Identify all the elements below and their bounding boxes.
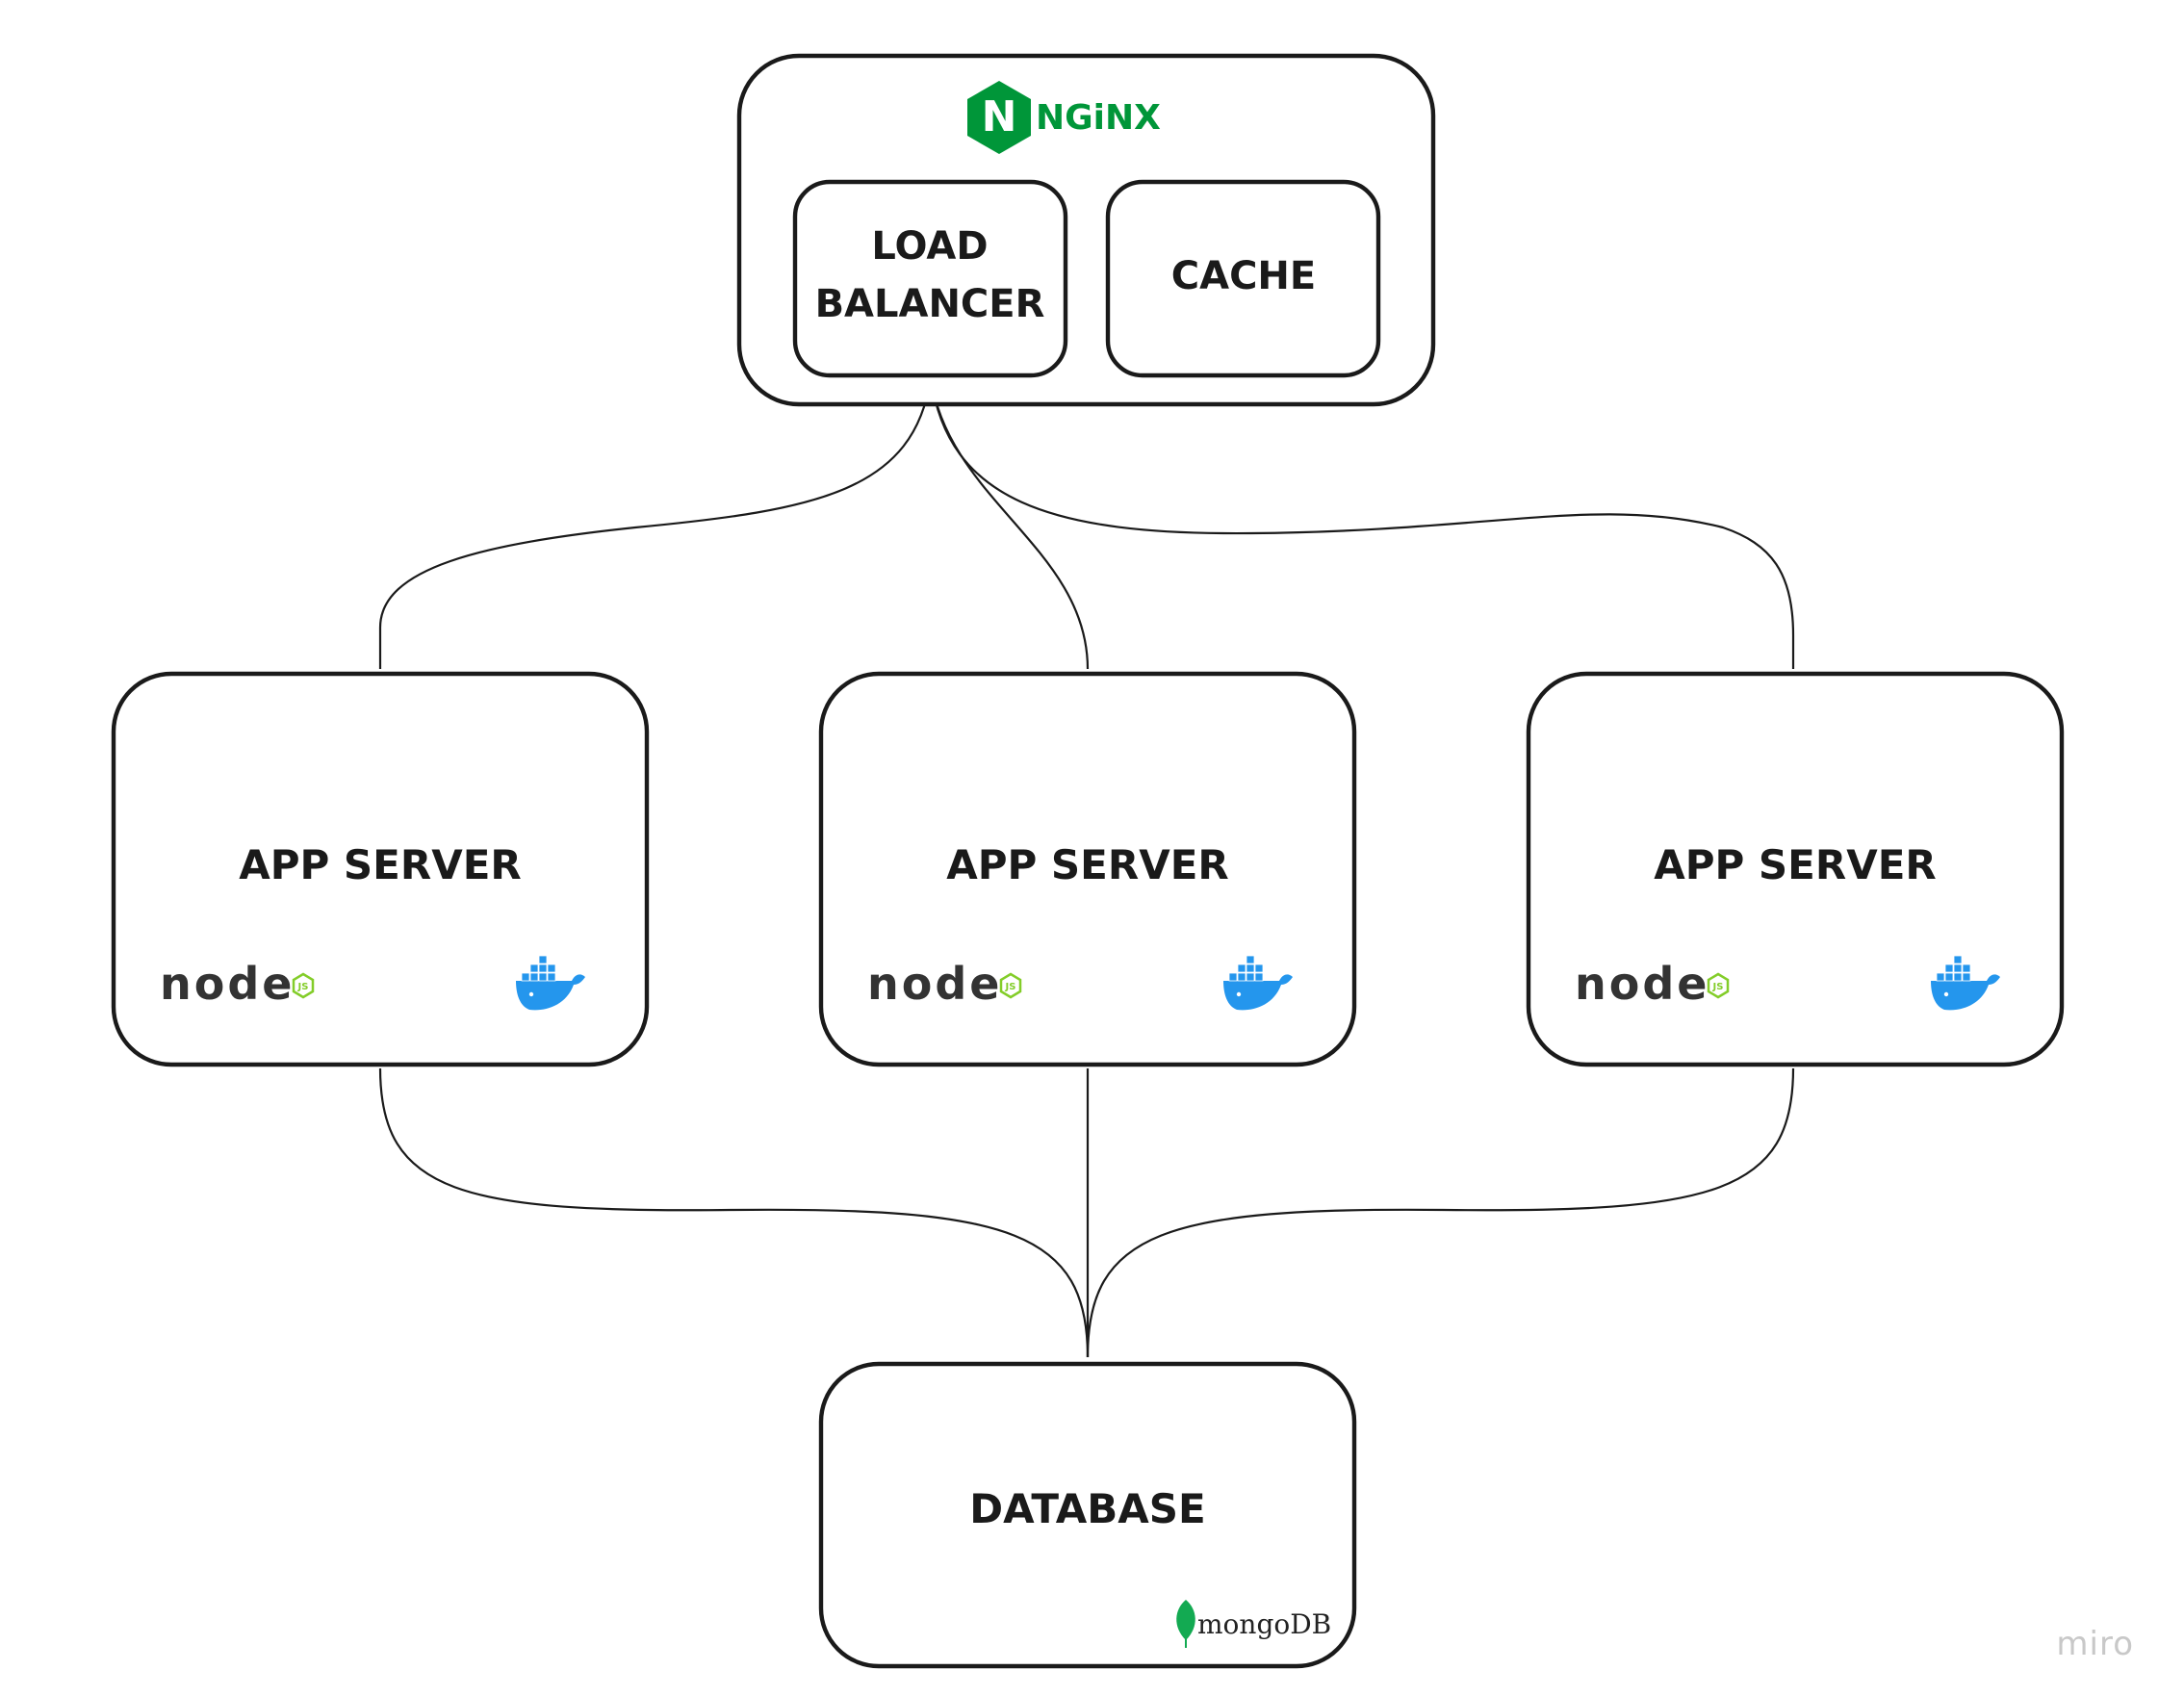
app-server-label: APP SERVER — [946, 841, 1229, 888]
connector-lb-to-app3 — [929, 376, 1795, 669]
database-box[interactable]: DATABASE mongoDB — [818, 1361, 1357, 1669]
nodejs-hexagon-icon — [292, 972, 315, 999]
connector-app3-to-db — [1086, 1067, 1795, 1358]
connector-lb-to-app1 — [378, 376, 933, 669]
cache-label: CACHE — [1171, 254, 1316, 298]
nginx-container[interactable]: N NGiNX LOAD BALANCER CACHE — [736, 53, 1436, 407]
load-balancer-label-line2: BALANCER — [815, 282, 1045, 326]
nodejs-badge: JS — [1005, 982, 1016, 992]
docker-whale-icon — [1931, 955, 2000, 1011]
load-balancer-label-line1: LOAD — [871, 224, 988, 269]
nodejs-logo-text: node — [1575, 958, 1709, 1010]
docker-whale-icon — [516, 955, 585, 1011]
connector-lb-to-app2 — [929, 376, 1090, 670]
nodejs-logo-text: node — [160, 958, 295, 1010]
load-balancer-box[interactable]: LOAD BALANCER — [792, 179, 1068, 378]
mongodb-leaf-icon — [1176, 1600, 1195, 1640]
nginx-logo-text: NGiNX — [1036, 98, 1161, 138]
cache-box[interactable]: CACHE — [1105, 179, 1381, 378]
miro-watermark: miro — [2056, 1625, 2134, 1663]
app-server-label: APP SERVER — [1654, 841, 1937, 888]
nodejs-badge: JS — [297, 982, 309, 992]
mongodb-logo-text: mongoDB — [1197, 1608, 1331, 1640]
connector-app1-to-db — [378, 1067, 1090, 1358]
nodejs-hexagon-icon — [1707, 972, 1730, 999]
nginx-hexagon-icon — [967, 81, 1031, 154]
connectors — [378, 276, 1795, 1358]
nginx-logo: N NGiNX — [967, 81, 1161, 154]
nodejs-hexagon-icon — [999, 972, 1022, 999]
database-label: DATABASE — [969, 1485, 1205, 1532]
app-server-label: APP SERVER — [239, 841, 522, 888]
nodejs-badge: JS — [1712, 982, 1724, 992]
nodejs-logo-text: node — [867, 958, 1002, 1010]
mongodb-logo: mongoDB — [1176, 1600, 1331, 1648]
docker-whale-icon — [1223, 955, 1293, 1011]
nginx-logo-letter: N — [982, 92, 1017, 141]
